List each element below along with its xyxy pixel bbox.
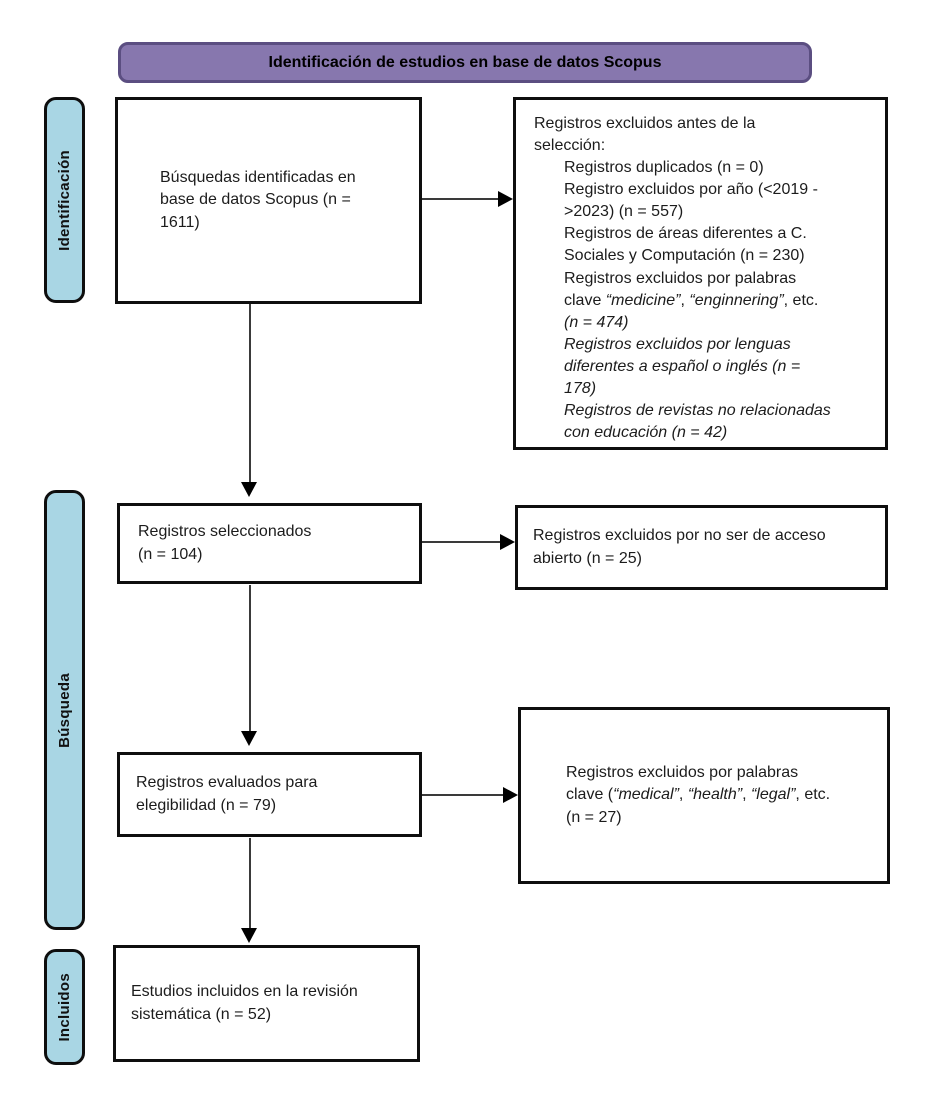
exclusion-item-lenguas: Registros excluidos por lenguas diferent… xyxy=(564,335,801,397)
exclusion-open-access-text: Registros excluidos por no ser de acceso… xyxy=(533,527,826,567)
exclusion-box-open-access: Registros excluidos por no ser de acceso… xyxy=(515,505,888,590)
arrow-screened-to-open-access-line xyxy=(422,541,500,543)
flow-box-eligibility: Registros evaluados para elegibilidad (n… xyxy=(117,752,422,837)
arrow-screened-to-eligibility-head xyxy=(241,731,257,746)
arrow-screened-to-eligibility-line xyxy=(249,585,251,733)
title-banner: Identificación de estudios en base de da… xyxy=(118,42,812,83)
stage-incluidos: Incluidos xyxy=(44,949,85,1065)
exclusion-pre-selection-header: Registros excluidos antes de la selecció… xyxy=(534,115,756,155)
exclusion-box-keywords: Registros excluidos por palabras clave (… xyxy=(518,707,890,884)
arrow-identified-to-pre-selection-head xyxy=(498,191,513,207)
exclusion-item-areas: Registros de áreas diferentes a C. Socia… xyxy=(564,225,807,265)
arrow-eligibility-to-keywords-line xyxy=(422,794,504,796)
title-banner-label: Identificación de estudios en base de da… xyxy=(268,53,662,71)
arrow-eligibility-to-included-head xyxy=(241,928,257,943)
exclusion-keywords-text: Registros excluidos por palabras clave (… xyxy=(566,764,831,826)
arrow-screened-to-open-access-head xyxy=(500,534,515,550)
stage-identificacion: Identificación xyxy=(44,97,85,303)
flow-box-screened-text: Registros seleccionados (n = 104) xyxy=(138,523,312,563)
arrow-identified-to-pre-selection-line xyxy=(422,198,500,200)
arrow-identified-to-screened-line xyxy=(249,304,251,484)
flow-box-identified: Búsquedas identificadas en base de datos… xyxy=(115,97,422,304)
stage-incluidos-label: Incluidos xyxy=(56,972,73,1042)
exclusion-item-duplicados: Registros duplicados (n = 0) xyxy=(564,159,764,177)
stage-busqueda-label: Búsqueda xyxy=(56,672,73,748)
arrow-eligibility-to-included-line xyxy=(249,838,251,930)
arrow-identified-to-screened-head xyxy=(241,482,257,497)
arrow-eligibility-to-keywords-head xyxy=(503,787,518,803)
exclusion-item-palabras-clave: Registros excluidos por palabras clave “… xyxy=(564,269,819,331)
flow-box-identified-text: Búsquedas identificadas en base de datos… xyxy=(160,169,356,231)
flow-box-screened: Registros seleccionados (n = 104) xyxy=(117,503,422,584)
exclusion-box-pre-selection: Registros excluidos antes de la selecció… xyxy=(513,97,888,450)
exclusion-item-revistas: Registros de revistas no relacionadas co… xyxy=(564,402,831,442)
stage-identificacion-label: Identificación xyxy=(56,149,73,251)
flow-box-included: Estudios incluidos en la revisión sistem… xyxy=(113,945,420,1062)
flow-box-included-text: Estudios incluidos en la revisión sistem… xyxy=(131,983,358,1023)
stage-busqueda: Búsqueda xyxy=(44,490,85,930)
exclusion-item-por-anio: Registro excluidos por año (<2019 - >202… xyxy=(564,181,818,221)
exclusion-pre-selection-list: Registros duplicados (n = 0) Registro ex… xyxy=(534,157,877,444)
flow-box-eligibility-text: Registros evaluados para elegibilidad (n… xyxy=(136,774,318,814)
